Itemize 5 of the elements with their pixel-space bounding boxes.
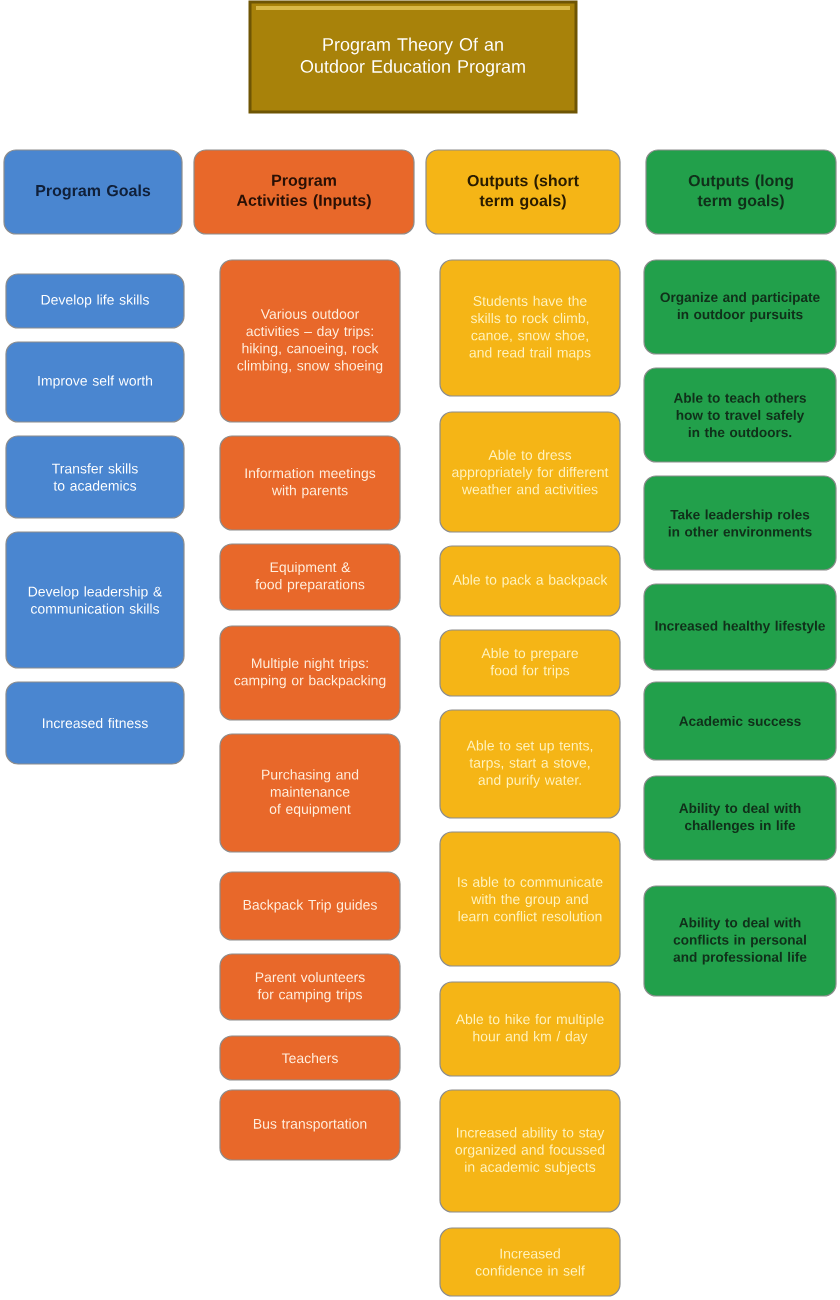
column-header: Program Goals: [3, 149, 183, 235]
title-box: Program Theory Of an Outdoor Education Program: [248, 0, 578, 114]
column-header: Program Activities (Inputs): [193, 149, 415, 235]
column-header: Outputs (long term goals): [645, 149, 837, 235]
column-header: Outputs (short term goals): [425, 149, 621, 235]
